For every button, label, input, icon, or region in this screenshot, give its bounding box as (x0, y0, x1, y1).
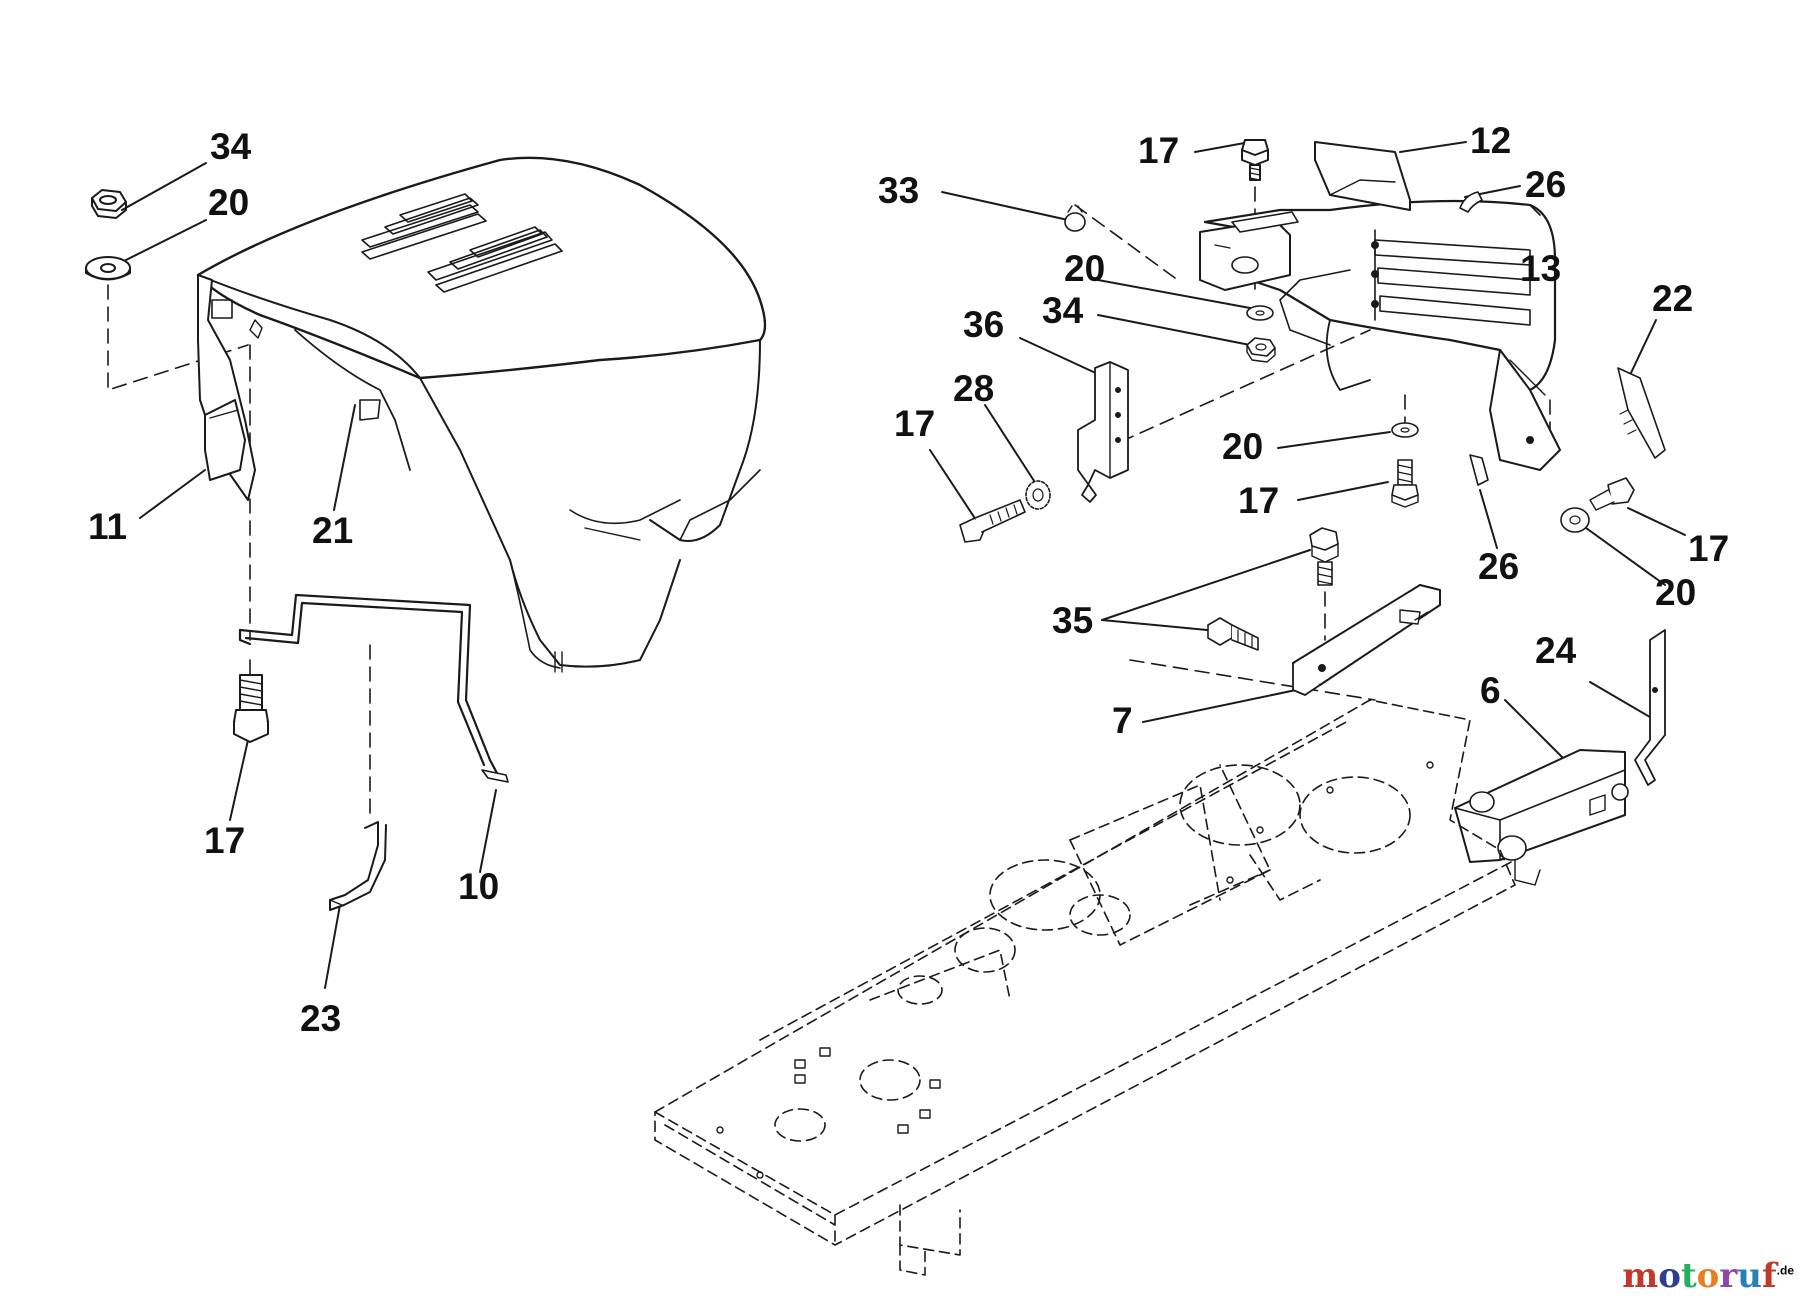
callout-12: 12 (1470, 120, 1512, 161)
bolt-17-left-right (959, 499, 1026, 543)
hood-vents (361, 193, 563, 293)
frame-holes (716, 761, 1434, 1179)
watermark-suffix: .de (1776, 1263, 1794, 1278)
callout-34: 34 (1042, 290, 1084, 331)
callout-23: 23 (300, 998, 342, 1039)
hood (196, 156, 767, 673)
bolt-17-right-mid (1391, 459, 1419, 508)
callout-17: 17 (204, 820, 246, 861)
cover-12 (1314, 141, 1411, 211)
watermark-letter: t (1680, 1256, 1697, 1296)
bolt-35-b (1207, 617, 1259, 651)
part-11-bracket (204, 399, 246, 481)
callout-36: 36 (963, 304, 1005, 345)
callout-26: 26 (1525, 164, 1567, 205)
watermark-letter: m (1622, 1256, 1659, 1296)
callout-26: 26 (1478, 546, 1520, 587)
clip-26-top (1459, 191, 1483, 213)
washer-20-right-mid (1391, 422, 1419, 438)
callout-10: 10 (458, 866, 500, 907)
grille-13 (1203, 199, 1561, 471)
dash-bracket (1199, 211, 1299, 291)
rod-10 (238, 593, 509, 783)
bolt-17-right (1589, 477, 1635, 511)
bracket-7 (1292, 584, 1441, 696)
bracket-36 (1077, 361, 1129, 503)
nut-34-right (1246, 337, 1276, 363)
callout-20: 20 (1655, 572, 1697, 613)
washer-20-left (85, 256, 131, 281)
callout-34: 34 (210, 126, 252, 167)
callout-17: 17 (1688, 528, 1730, 569)
bracket-6 (1454, 749, 1629, 886)
watermark-letter: o (1658, 1256, 1681, 1296)
callout-24: 24 (1535, 630, 1577, 671)
nut-34-left (91, 189, 127, 219)
frame (654, 699, 1516, 1276)
bracket-23 (329, 821, 387, 911)
callout-20: 20 (208, 182, 250, 223)
callout-17: 17 (894, 403, 936, 444)
watermark-letter: o (1696, 1256, 1720, 1296)
watermark-text: motoruf (1622, 1256, 1776, 1296)
washer-20-right-top (1246, 305, 1274, 321)
star-washer-28 (1025, 480, 1051, 510)
clip-26-bottom (1469, 454, 1489, 486)
emblem-22 (1617, 367, 1666, 459)
callout-6: 6 (1480, 670, 1501, 711)
bolt-17-left (233, 674, 269, 743)
watermark-letter: u (1737, 1256, 1763, 1296)
callout-35: 35 (1052, 600, 1094, 641)
bracket-24 (1634, 629, 1666, 786)
callout-22: 22 (1652, 278, 1694, 319)
callout-28: 28 (953, 368, 995, 409)
watermark-letter: r (1719, 1256, 1738, 1296)
bolt-17-top (1241, 139, 1269, 181)
callout-20: 20 (1222, 426, 1264, 467)
callout-11: 11 (88, 506, 128, 547)
callout-7: 7 (1112, 700, 1133, 741)
callout-13: 13 (1520, 248, 1562, 289)
watermark: motoruf.de (1622, 1256, 1794, 1296)
callout-33: 33 (878, 170, 920, 211)
plug-33 (1064, 205, 1086, 232)
callout-17: 17 (1138, 130, 1180, 171)
washer-20-right-bottom (1560, 507, 1590, 533)
watermark-letter: f (1762, 1256, 1777, 1296)
callout-20: 20 (1064, 248, 1106, 289)
callout-21: 21 (312, 510, 354, 551)
callout-17: 17 (1238, 480, 1280, 521)
bolt-35-a (1309, 527, 1339, 586)
